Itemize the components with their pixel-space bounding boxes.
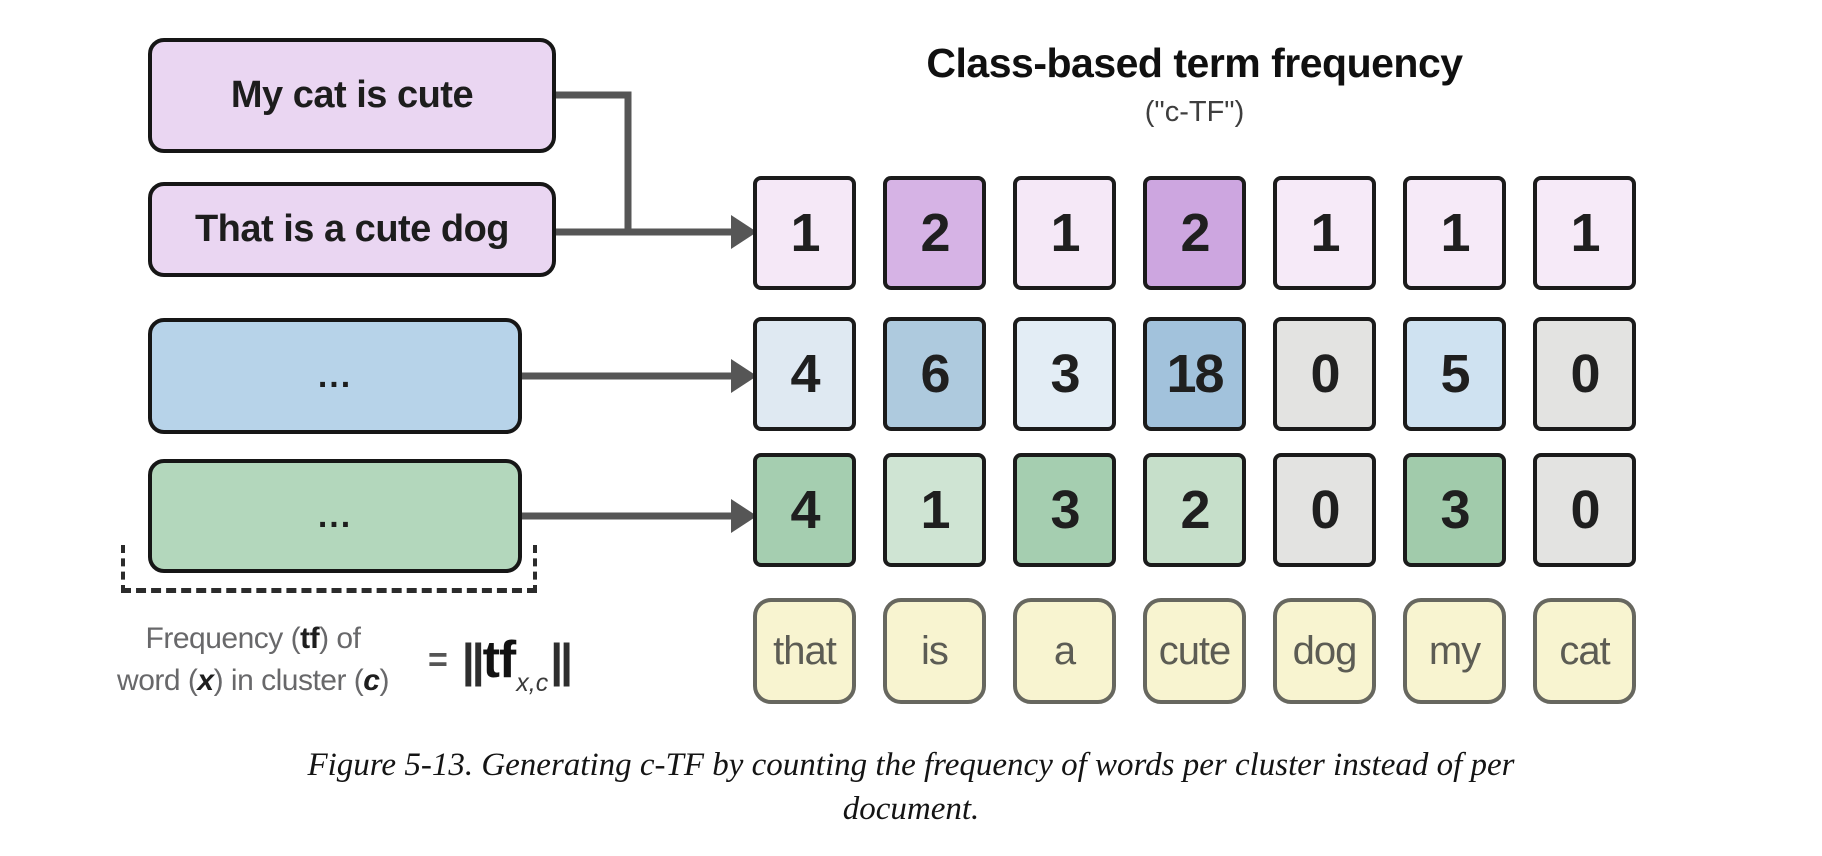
ctf-cell-cute-row1: 2 bbox=[1143, 176, 1246, 290]
formula-text: Frequency ( bbox=[145, 622, 301, 655]
word-box-cat: cat bbox=[1533, 598, 1636, 704]
ctf-cell-a-row2: 3 bbox=[1013, 317, 1116, 431]
formula-rhs: = || tf x,c || bbox=[428, 630, 573, 697]
document-box-green-cluster: ... bbox=[148, 459, 522, 573]
equals-sign: = bbox=[428, 640, 448, 679]
word-box-that: that bbox=[753, 598, 856, 704]
ctf-cell-a-row3: 3 bbox=[1013, 453, 1116, 567]
ctf-cell-that-row1: 1 bbox=[753, 176, 856, 290]
ctf-cell-my-row2: 5 bbox=[1403, 317, 1506, 431]
document-text: That is a cute dog bbox=[194, 208, 510, 250]
document-box-that-is-a-cute-dog: That is a cute dog bbox=[148, 182, 556, 277]
norm-bars-open: || bbox=[461, 634, 485, 686]
ctf-cell-dog-row3: 0 bbox=[1273, 453, 1376, 567]
caption-line-2: document. bbox=[842, 790, 980, 827]
ellipsis-text: ... bbox=[317, 356, 353, 395]
formula-c-symbol: c bbox=[363, 664, 380, 697]
tf-subscript: x,c bbox=[516, 669, 549, 697]
ctf-cell-dog-row2: 0 bbox=[1273, 317, 1376, 431]
ellipsis-text: ... bbox=[317, 496, 353, 535]
ctf-formula: Frequency (tf) of word (x) in cluster (c… bbox=[88, 618, 573, 702]
diagram-title: Class-based term frequency bbox=[926, 40, 1463, 86]
figure-caption: Figure 5-13. Generating c-TF by counting… bbox=[0, 744, 1822, 831]
word-box-my: my bbox=[1403, 598, 1506, 704]
formula-text: word ( bbox=[117, 664, 198, 697]
ctf-cell-dog-row1: 1 bbox=[1273, 176, 1376, 290]
formula-tf-symbol: tf bbox=[300, 622, 320, 655]
formula-x-symbol: x bbox=[197, 664, 214, 697]
ctf-cell-cute-row2: 18 bbox=[1143, 317, 1246, 431]
ctf-cell-is-row2: 6 bbox=[883, 317, 986, 431]
document-box-blue-cluster: ... bbox=[148, 318, 522, 434]
ctf-cell-that-row2: 4 bbox=[753, 317, 856, 431]
matrix-header: Class-based term frequency ("c-TF") bbox=[753, 40, 1636, 129]
ctf-cell-cat-row2: 0 bbox=[1533, 317, 1636, 431]
ctf-cell-my-row1: 1 bbox=[1403, 176, 1506, 290]
word-box-is: is bbox=[883, 598, 986, 704]
word-box-cute: cute bbox=[1143, 598, 1246, 704]
tf-symbol: tf bbox=[482, 631, 517, 689]
formula-text: ) of bbox=[319, 622, 361, 655]
ctf-cell-cute-row3: 2 bbox=[1143, 453, 1246, 567]
ctf-cell-is-row3: 1 bbox=[883, 453, 986, 567]
ctf-cell-is-row1: 2 bbox=[883, 176, 986, 290]
cluster-dashed-bracket bbox=[121, 545, 537, 593]
diagram-subtitle: ("c-TF") bbox=[1144, 96, 1245, 128]
word-box-a: a bbox=[1013, 598, 1116, 704]
connector-doc1-merge bbox=[556, 91, 632, 232]
formula-text: ) bbox=[379, 664, 389, 697]
document-text: My cat is cute bbox=[230, 74, 474, 116]
ctf-cell-a-row1: 1 bbox=[1013, 176, 1116, 290]
document-box-my-cat-is-cute: My cat is cute bbox=[148, 38, 556, 153]
ctf-cell-my-row3: 3 bbox=[1403, 453, 1506, 567]
ctf-cell-cat-row3: 0 bbox=[1533, 453, 1636, 567]
ctf-cell-that-row3: 4 bbox=[753, 453, 856, 567]
norm-bars-close: || bbox=[550, 634, 573, 686]
caption-line-1: Figure 5-13. Generating c-TF by counting… bbox=[307, 747, 1515, 783]
ctf-cell-cat-row1: 1 bbox=[1533, 176, 1636, 290]
formula-description: Frequency (tf) of word (x) in cluster (c… bbox=[88, 618, 418, 702]
word-box-dog: dog bbox=[1273, 598, 1376, 704]
formula-text: ) in cluster ( bbox=[213, 664, 364, 697]
